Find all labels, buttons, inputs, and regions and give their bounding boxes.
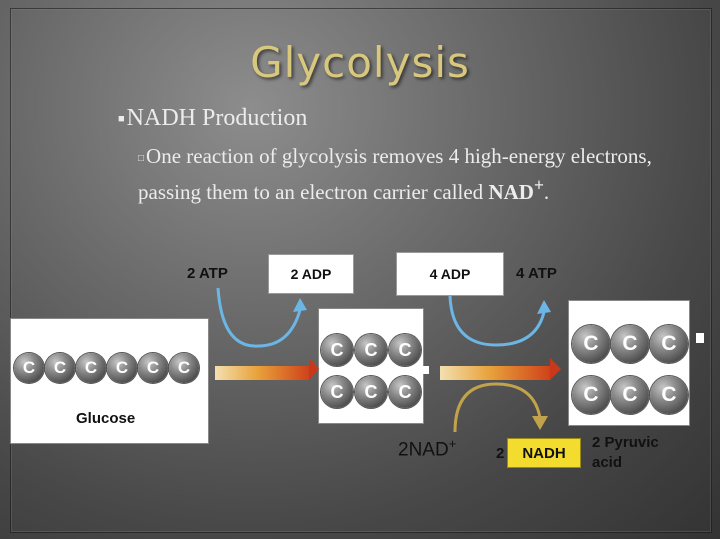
intermediate-carbon-5: C — [355, 376, 387, 408]
nad-curve-arrow — [453, 382, 542, 433]
nad-curve-arrowhead — [532, 416, 548, 430]
step2-atp-label: 4 ATP — [516, 265, 557, 282]
reaction-arrowhead-2 — [550, 358, 561, 380]
intermediate-carbon-1: C — [321, 334, 353, 366]
square-bullet-icon: ■ — [118, 113, 125, 126]
intermediate-carbon-3: C — [389, 334, 421, 366]
reaction-arrow-1 — [215, 366, 309, 380]
bullet-description: □One reaction of glycolysis removes 4 hi… — [138, 143, 698, 206]
pyruvic-acid-label-line2: acid — [592, 454, 623, 471]
pyruvic-carbon-5: C — [611, 376, 649, 414]
glucose-label: Glucose — [76, 410, 136, 427]
step1-adp-box: 2 ADP — [268, 254, 354, 294]
atp-curve-arrowhead-2 — [537, 300, 551, 314]
glucose-carbon-5: C — [138, 353, 168, 383]
atp-curve-arrow-1 — [216, 287, 302, 348]
atp-curve-arrow-2 — [448, 295, 546, 347]
reaction-arrowhead-1 — [309, 358, 319, 380]
nad-plus-label: 2NAD+ — [398, 436, 457, 461]
intermediate-carbon-6: C — [389, 376, 421, 408]
pyruvic-carbon-2: C — [611, 325, 649, 363]
nad-term-sup: + — [533, 174, 544, 195]
pyruvic-acid-label-line1: 2 Pyruvic — [592, 434, 659, 451]
bullet-main-text: NADH Production — [126, 105, 308, 131]
nadh-box: NADH — [507, 438, 581, 468]
intermediate-carbon-2: C — [355, 334, 387, 366]
pyruvic-carbon-6: C — [650, 376, 688, 414]
bullet-sub-text: One reaction of glycolysis removes 4 hig… — [138, 144, 652, 204]
glucose-carbon-1: C — [14, 353, 44, 383]
glucose-carbon-4: C — [107, 353, 137, 383]
bullet-sub-end: . — [543, 179, 550, 204]
bond-marker-1 — [423, 366, 429, 374]
step1-atp-label: 2 ATP — [187, 265, 228, 282]
glucose-carbon-3: C — [76, 353, 106, 383]
intermediate-carbon-4: C — [321, 376, 353, 408]
bullet-nadh-production: ■NADH Production — [118, 105, 307, 132]
nadh-count-label: 2 — [496, 445, 505, 462]
pyruvic-carbon-1: C — [572, 325, 610, 363]
nad-term-text: NAD — [488, 179, 534, 204]
glucose-carbon-6: C — [169, 353, 199, 383]
step2-adp-box: 4 ADP — [396, 252, 504, 296]
atp-curve-arrowhead-1 — [293, 298, 307, 312]
slide-frame — [10, 8, 712, 533]
nad-term: NAD+ — [488, 175, 543, 204]
pyruvic-carbon-4: C — [572, 376, 610, 414]
reaction-arrow-2 — [440, 366, 550, 380]
bond-marker-2 — [696, 333, 704, 343]
pyruvic-carbon-3: C — [650, 325, 688, 363]
hollow-square-bullet-icon: □ — [138, 152, 145, 164]
glucose-carbon-2: C — [45, 353, 75, 383]
slide-title: Glycolysis — [250, 38, 470, 87]
